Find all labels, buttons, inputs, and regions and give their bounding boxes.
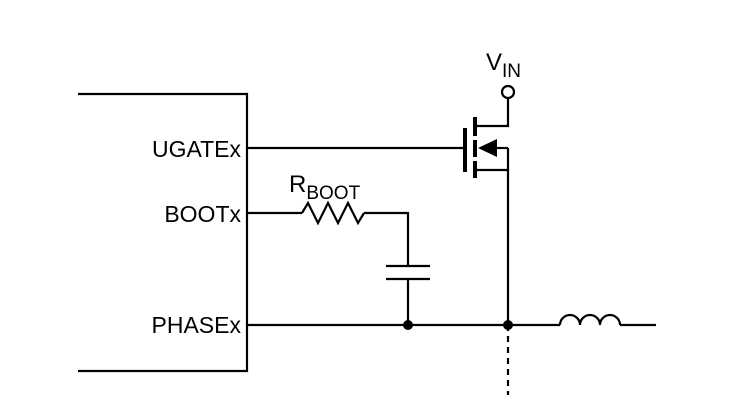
controller-ic-block	[78, 92, 249, 373]
boot-resistor	[301, 200, 365, 226]
boot-capacitor	[386, 264, 430, 325]
pin-label-phase: PHASEx	[152, 312, 242, 338]
mosfet-source-lead	[475, 168, 510, 325]
output-inductor	[558, 313, 622, 326]
ic-outline	[78, 92, 249, 373]
mosfet-arrow	[478, 139, 497, 157]
vin-label: VIN	[486, 49, 521, 82]
rboot-label: RBOOT	[289, 171, 361, 204]
mosfet-drain-lead	[475, 98, 510, 128]
high-side-mosfet	[463, 98, 510, 325]
junction-dot-capacitor	[403, 320, 413, 330]
boot-resistor-lead	[364, 211, 410, 265]
pin-label-boot: BOOTx	[164, 201, 241, 227]
pin-label-ugate: UGATEx	[152, 136, 242, 162]
vin-terminal	[500, 84, 516, 100]
